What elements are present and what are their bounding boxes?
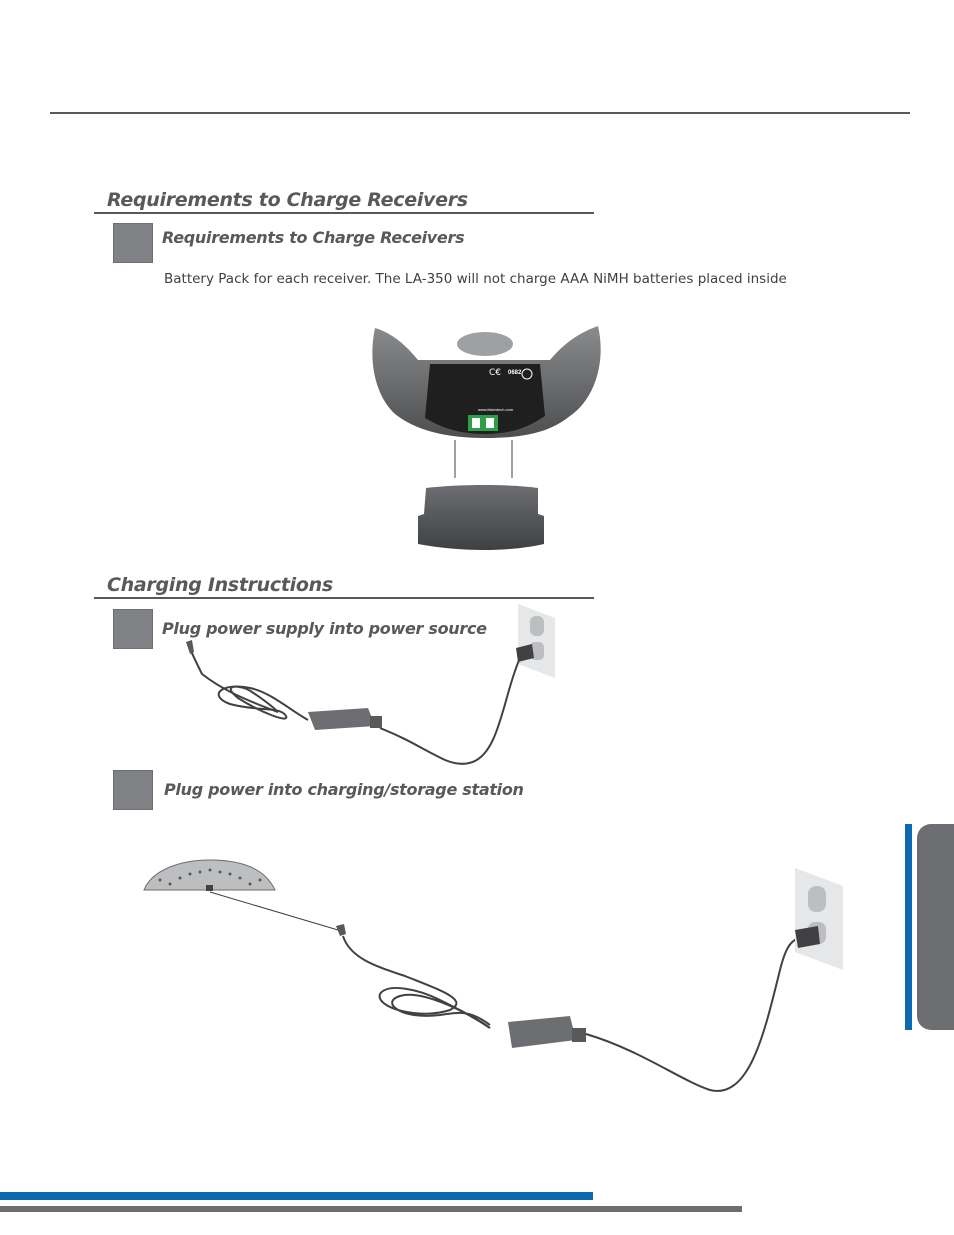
receiver-battery-illustration	[372, 326, 601, 438]
step-box-requirements	[113, 223, 153, 263]
step-box-1	[113, 609, 153, 649]
side-tab-blue-bar	[905, 824, 912, 1030]
side-tab-grey	[917, 824, 954, 1030]
receiver-website: www.listentech.com	[478, 407, 514, 412]
charging-station-illustration	[143, 859, 843, 1092]
step-title-plug-power-source: Plug power supply into power source	[162, 619, 487, 638]
section-title-charging: Charging Instructions	[107, 574, 333, 596]
footer-grey-bar	[0, 1206, 742, 1212]
footer-blue-bar	[0, 1192, 593, 1200]
section-rule-charging	[94, 597, 594, 599]
step-title-requirements: Requirements to Charge Receivers	[162, 228, 465, 247]
requirements-body-text: Battery Pack for each receiver. The LA-3…	[164, 271, 787, 287]
battery-pack-illustration	[418, 440, 544, 550]
section-rule-requirements	[94, 212, 594, 214]
step-box-2	[113, 770, 153, 810]
power-supply-illustration	[186, 604, 555, 765]
cert-number: 0682	[508, 370, 522, 376]
section-title-requirements: Requirements to Charge Receivers	[107, 189, 468, 211]
step-title-plug-station: Plug power into charging/storage station	[164, 780, 524, 799]
header-rule	[50, 112, 910, 114]
ce-mark: C€	[489, 368, 502, 378]
